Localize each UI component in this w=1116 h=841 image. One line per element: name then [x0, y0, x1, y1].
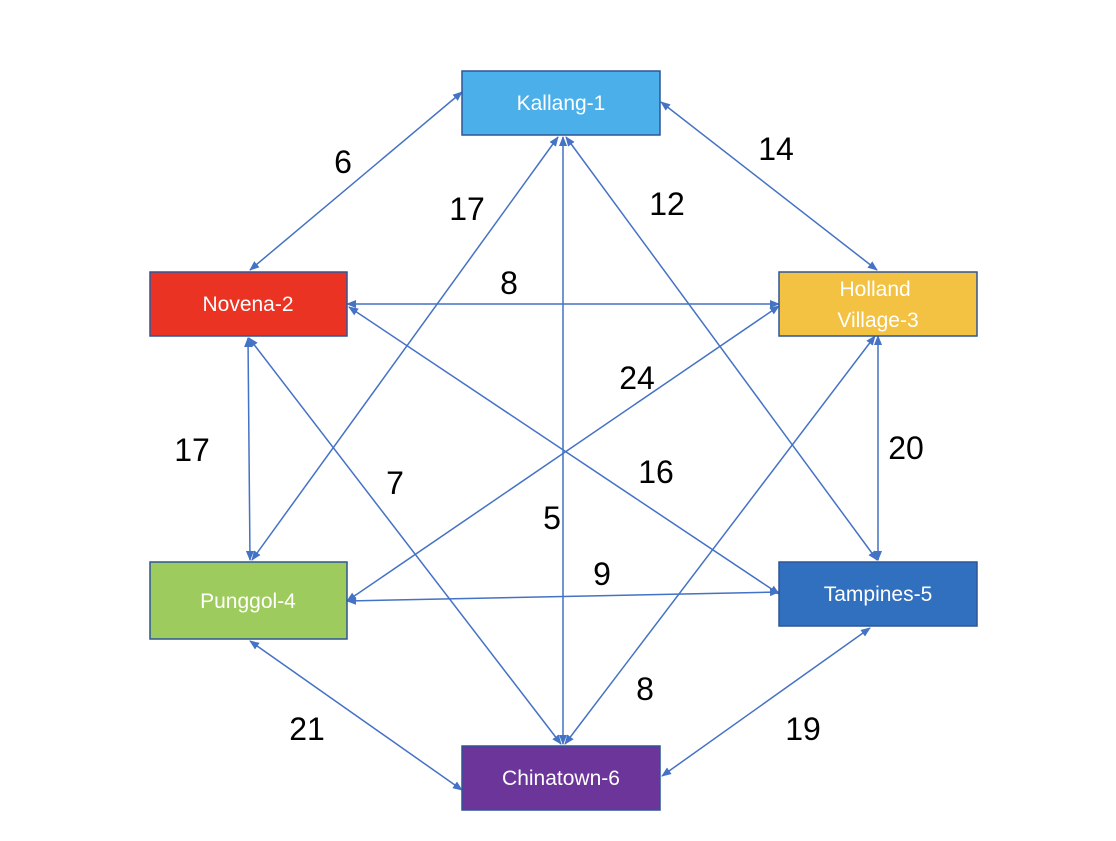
node-chinatown-label: Chinatown-6	[502, 767, 620, 790]
node-punggol-label: Punggol-4	[200, 590, 296, 613]
edge-weight-kallang-tampines: 12	[649, 186, 685, 222]
edge-weight-novena-tampines: 16	[638, 454, 674, 490]
edge-weight-punggol-chinatown: 21	[289, 711, 325, 747]
edge-weight-holland-village-tampines: 20	[888, 430, 924, 466]
edge-weight-holland-village-punggol: 24	[619, 360, 655, 396]
node-novena: Novena-2	[149, 271, 348, 337]
node-tampines-label: Tampines-5	[824, 583, 933, 606]
edge-weight-punggol-tampines: 9	[593, 556, 611, 592]
node-holland-village-label: Holland Village-3	[837, 278, 918, 332]
edge-weight-kallang-holland-village: 14	[758, 131, 794, 167]
edge-tampines-chinatown	[661, 627, 871, 777]
edge-weight-novena-chinatown: 7	[386, 465, 404, 501]
edge-holland-village-chinatown	[564, 335, 876, 745]
node-kallang-label: Kallang-1	[517, 92, 606, 115]
node-kallang: Kallang-1	[461, 70, 661, 136]
node-punggol: Punggol-4	[149, 561, 348, 640]
nodes-layer: Kallang-1 Novena-2 Holland Village-3 Pun…	[149, 70, 978, 811]
edge-novena-punggol	[244, 337, 254, 561]
edge-punggol-chinatown	[249, 640, 463, 791]
edge-kallang-holland-village	[660, 101, 878, 271]
node-novena-label: Novena-2	[202, 293, 293, 316]
edge-weight-novena-punggol: 17	[174, 432, 210, 468]
node-tampines: Tampines-5	[778, 561, 978, 627]
edge-weight-novena-holland-village: 8	[500, 265, 518, 301]
edge-weight-kallang-chinatown: 5	[543, 500, 561, 536]
edge-kallang-punggol	[251, 136, 559, 561]
edge-weight-kallang-punggol: 17	[449, 191, 485, 227]
node-holland-village: Holland Village-3	[778, 271, 978, 337]
edge-weight-kallang-novena: 6	[334, 144, 352, 180]
edge-labels-layer: 6 14 17 12 5 8 17 16 7 24 20 8 9 21 19	[174, 131, 924, 747]
edge-kallang-tampines	[565, 136, 878, 561]
edge-punggol-tampines	[346, 588, 780, 605]
edge-weight-holland-village-chinatown: 8	[636, 671, 654, 707]
edge-weight-tampines-chinatown: 19	[785, 711, 821, 747]
edge-kallang-novena	[249, 91, 463, 271]
node-chinatown: Chinatown-6	[461, 745, 661, 811]
edge-novena-chinatown	[248, 337, 562, 745]
edges-layer	[244, 91, 882, 791]
